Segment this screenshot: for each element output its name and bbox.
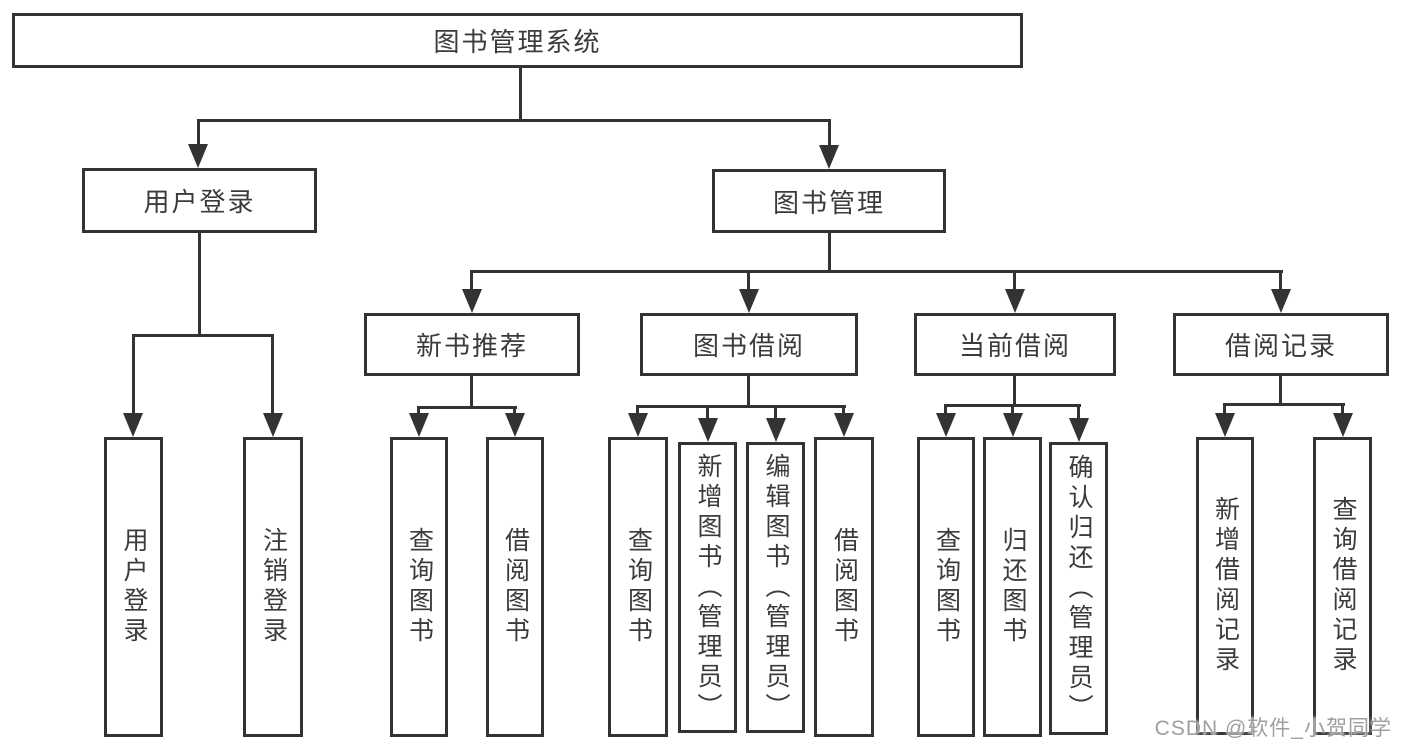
connector-line [132, 334, 274, 337]
node-user-login-leaf: 用户登录 [104, 437, 163, 737]
connector-line [828, 233, 831, 272]
watermark: CSDN @软件_小贺同学 [1154, 717, 1392, 740]
connector-line [417, 406, 517, 409]
connector-line [1013, 270, 1016, 303]
arrow-down-icon [766, 418, 786, 442]
connector-line [519, 68, 522, 121]
node-label: 用户登录 [120, 527, 148, 647]
node-new-book-recommend: 新书推荐 [364, 313, 580, 376]
connector-line [747, 270, 750, 303]
node-borrow-books-borrowing: 借阅图书 [814, 437, 874, 737]
arrow-down-icon [1215, 413, 1235, 437]
node-label: 查询图书 [932, 527, 961, 647]
connector-line [636, 405, 846, 408]
node-add-book-admin: 新增图书（管理员） [678, 442, 737, 733]
connector-line [747, 376, 750, 407]
arrow-down-icon [123, 413, 143, 437]
arrow-down-icon [1271, 289, 1291, 313]
node-label: 新增图书（管理员） [694, 452, 722, 723]
connector-line [828, 119, 831, 159]
node-borrowing-records: 借阅记录 [1173, 313, 1389, 376]
arrow-down-icon [819, 145, 839, 169]
node-label: 图书管理系统 [433, 27, 602, 57]
arrow-down-icon [462, 289, 482, 313]
arrow-down-icon [834, 413, 854, 437]
node-label: 注销登录 [259, 527, 288, 647]
connector-line [271, 334, 274, 427]
connector-line [132, 334, 135, 427]
connector-line [1223, 403, 1345, 406]
node-book-borrowing: 图书借阅 [640, 313, 858, 376]
node-label: 当前借阅 [958, 331, 1071, 361]
node-borrow-books-recommend: 借阅图书 [486, 437, 544, 737]
node-label: 图书管理 [772, 187, 885, 218]
connector-line [470, 270, 473, 303]
node-user-login: 用户登录 [82, 168, 317, 233]
node-library-management-system: 图书管理系统 [12, 13, 1023, 68]
node-confirm-return-admin: 确认归还（管理员） [1049, 442, 1108, 735]
node-label: 借阅记录 [1224, 331, 1337, 361]
arrow-down-icon [936, 413, 956, 437]
arrow-down-icon [739, 289, 759, 313]
arrow-down-icon [505, 413, 525, 437]
connector-line [1279, 270, 1282, 303]
node-label: 用户登录 [143, 187, 256, 217]
connector-line [1279, 376, 1282, 405]
node-label: 借阅图书 [501, 527, 530, 647]
node-label: 图书借阅 [692, 331, 805, 361]
connector-line [470, 376, 473, 408]
arrow-down-icon [1069, 418, 1089, 442]
node-book-management: 图书管理 [712, 169, 946, 233]
connector-line [1013, 376, 1016, 406]
arrow-down-icon [188, 144, 208, 168]
arrow-down-icon [1003, 413, 1023, 437]
node-query-books-recommend: 查询图书 [390, 437, 448, 737]
node-label: 归还图书 [999, 527, 1027, 647]
node-return-book: 归还图书 [983, 437, 1042, 737]
arrow-down-icon [628, 413, 648, 437]
arrow-down-icon [1005, 289, 1025, 313]
connector-line [197, 119, 200, 158]
node-label: 新书推荐 [415, 331, 528, 361]
node-logout: 注销登录 [243, 437, 303, 737]
arrow-down-icon [263, 413, 283, 437]
node-add-borrow-record: 新增借阅记录 [1196, 437, 1254, 735]
arrow-down-icon [698, 418, 718, 442]
node-query-books-borrowing: 查询图书 [608, 437, 668, 737]
connector-line [197, 119, 831, 122]
node-label: 查询图书 [624, 527, 653, 647]
node-query-borrow-record: 查询借阅记录 [1313, 437, 1372, 735]
node-label: 确认归还（管理员） [1065, 453, 1093, 724]
connector-line [198, 233, 201, 336]
node-label: 编辑图书（管理员） [762, 452, 790, 723]
connector-line [470, 270, 1283, 273]
node-current-borrowing: 当前借阅 [914, 313, 1116, 376]
arrow-down-icon [1333, 413, 1353, 437]
node-label: 查询借阅记录 [1329, 496, 1357, 676]
node-edit-book-admin: 编辑图书（管理员） [746, 442, 805, 733]
node-label: 借阅图书 [830, 527, 859, 647]
node-label: 查询图书 [405, 527, 434, 647]
node-query-books-current: 查询图书 [917, 437, 975, 737]
node-label: 新增借阅记录 [1211, 496, 1240, 676]
arrow-down-icon [409, 413, 429, 437]
